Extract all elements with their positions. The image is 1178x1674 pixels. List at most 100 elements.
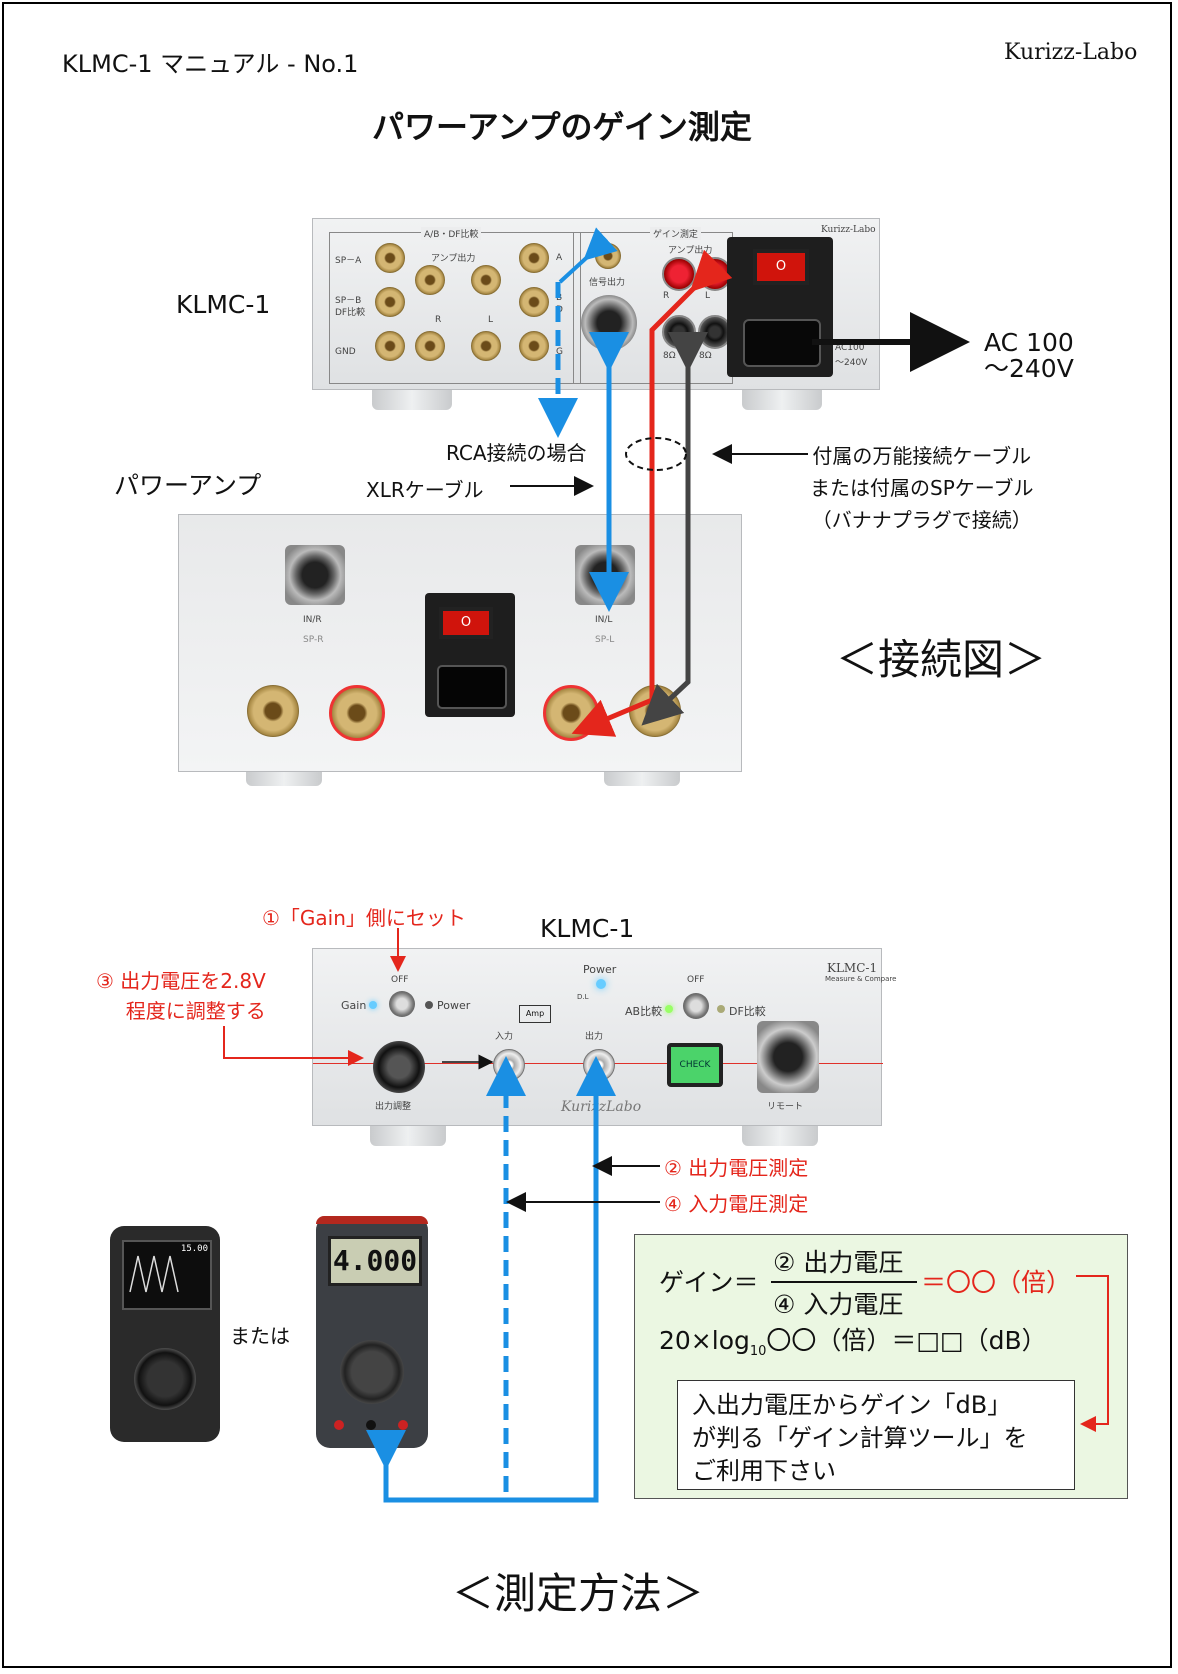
input-bnc-jack[interactable] [493, 1049, 525, 1081]
amp-out-label-2: アンプ出力 [668, 246, 713, 256]
step3-label: ③ 出力電圧を2.8V 程度に調整する [96, 966, 266, 1026]
amp-r-gnd-post[interactable] [415, 331, 445, 361]
rear-power-switch[interactable]: O [753, 249, 809, 285]
meter-rotary-dial[interactable] [340, 1340, 404, 1404]
rear-ac-label-2: 〜240V [835, 358, 868, 368]
amp-out-label: アンプ出力 [431, 254, 476, 264]
amp-in-r-label: IN/R [303, 615, 322, 625]
amp-ac-inlet[interactable] [437, 665, 507, 709]
formula-result: ＝〇〇（倍） [921, 1268, 1072, 1297]
sp-a-l-post[interactable] [519, 243, 549, 273]
scope-waveform [129, 1255, 179, 1293]
rca-label: RCA接続の場合 [446, 441, 587, 465]
rca-signal-out[interactable] [595, 243, 621, 269]
amp-out-red-r[interactable] [662, 257, 696, 291]
gnd-l-post[interactable] [519, 331, 549, 361]
ab-compare-label: AB比較 [625, 1005, 663, 1018]
r-label-2: R [663, 291, 670, 301]
a-label: A [556, 253, 563, 263]
scope-screen: 15.00 [122, 1240, 212, 1310]
scope-rotary-dial[interactable] [134, 1348, 196, 1410]
step3-line1: ③ 出力電圧を2.8V [96, 969, 266, 993]
brand-name: Kurizz-Labo [1004, 40, 1138, 65]
ab-df-toggle[interactable] [683, 993, 709, 1019]
xlr-signal-out[interactable] [581, 295, 637, 351]
step1-label: ①「Gain」側にセット [262, 906, 466, 930]
amp-l-gnd-post[interactable] [471, 331, 501, 361]
output-bnc-jack[interactable] [583, 1049, 615, 1081]
sp-b-l-post[interactable] [519, 287, 549, 317]
xlr-label: XLRケーブル [366, 478, 484, 502]
df-label: DF比較 [335, 308, 366, 318]
power-amp-rear-panel: IN/R SP-R IN/L SP-L O [178, 514, 742, 772]
formula-fraction-bar [771, 1281, 917, 1283]
ac-label-line2: 〜240V [984, 354, 1074, 383]
power-side-led [425, 1001, 433, 1009]
check-button[interactable]: CHECK [671, 1047, 719, 1083]
amp-power-switch[interactable]: O [439, 607, 493, 639]
check-button-frame: CHECK [667, 1043, 723, 1087]
front-off-label: OFF [391, 975, 409, 985]
amp-symbol: Amp [519, 1005, 551, 1023]
ab-led [665, 1005, 673, 1013]
amp-xlr-l[interactable] [575, 545, 635, 605]
amp-sp-l-black-post[interactable] [629, 685, 681, 737]
amp-foot-left [246, 772, 322, 786]
step4-label: ④ 入力電圧測定 [664, 1192, 809, 1216]
section-gain: ゲイン測定 [650, 227, 701, 240]
sp-a-label: SP－A [335, 256, 362, 266]
amp-symbol-label: Amp [525, 1009, 545, 1018]
formula-db-sub: 10 [749, 1344, 767, 1359]
g-label: G [556, 347, 563, 357]
ohm-label-l: 8Ω [699, 351, 712, 361]
amp-sp-r-black-post[interactable] [247, 685, 299, 737]
klmc1-rear-panel: A/B・DF比較 ゲイン測定 アンプ出力 アンプ出力 SP－A SP－B DF比… [312, 218, 880, 390]
formula-numerator: ② 出力電圧 [773, 1248, 904, 1277]
output-adjust-label: 出力調整 [375, 1102, 412, 1112]
step2-label: ② 出力電圧測定 [664, 1156, 809, 1180]
meter-jack-red[interactable] [334, 1420, 344, 1430]
signal-out-label: 信号出力 [589, 278, 626, 288]
ac-label: AC 100 〜240V [984, 330, 1074, 382]
amp-sp-l-label: SP-L [595, 635, 615, 645]
amp-l-post[interactable] [471, 265, 501, 295]
formula-db: 20×log10〇〇（倍）＝□□（dB） [659, 1321, 1047, 1359]
sp-a-r-post[interactable] [375, 243, 405, 273]
dl-label: D.L [577, 993, 589, 1001]
amp-switch-o-label: O [460, 615, 472, 630]
formula-db-prefix: 20×log [659, 1326, 750, 1355]
output-adjust-knob[interactable] [373, 1041, 425, 1093]
amp-out-black-r[interactable] [662, 315, 696, 349]
amp-r-post[interactable] [415, 265, 445, 295]
input-jack-label: 入力 [495, 1032, 514, 1042]
front-off2-label: OFF [687, 975, 705, 985]
r-label: R [435, 315, 442, 325]
b-label: B [556, 293, 563, 303]
amp-xlr-r[interactable] [285, 545, 345, 605]
rear-foot-left [372, 390, 452, 410]
section-ab-df: A/B・DF比較 [421, 227, 482, 240]
amp-sp-l-red-post[interactable] [543, 685, 599, 741]
ac-inlet[interactable] [743, 319, 821, 367]
doc-title: KLMC-1 マニュアル - No.1 [62, 50, 359, 78]
front-power-sw-label: Power [437, 999, 471, 1012]
gain-power-toggle[interactable] [389, 991, 415, 1017]
remote-label: リモート [767, 1102, 804, 1112]
remote-xlr-jack[interactable] [757, 1021, 819, 1093]
note-line2: が判る「ゲイン計算ツール」を [692, 1424, 1028, 1452]
l-label-2: L [705, 291, 711, 301]
cable-note: 付属の万能接続ケーブル または付属のSPケーブル （バナナプラグで接続） [810, 440, 1034, 536]
klmc1-label: KLMC-1 [176, 290, 271, 319]
sp-b-r-post[interactable] [375, 287, 405, 317]
meter-jack-v[interactable] [398, 1420, 408, 1430]
gain-formula-box: ゲイン＝ ② 出力電圧 ④ 入力電圧 ＝〇〇（倍） 20×log10〇〇（倍）＝… [634, 1234, 1128, 1499]
front-logo: KurizzLabo [561, 1099, 642, 1115]
amp-sp-r-red-post[interactable] [329, 685, 385, 741]
meter-jack-com[interactable] [366, 1420, 376, 1430]
switch-o-label: O [775, 259, 787, 274]
cable-note-line2: または付属のSPケーブル [810, 476, 1034, 500]
output-jack-label: 出力 [585, 1032, 604, 1042]
gnd-r-post[interactable] [375, 331, 405, 361]
front-power-led-label: Power [583, 963, 617, 976]
